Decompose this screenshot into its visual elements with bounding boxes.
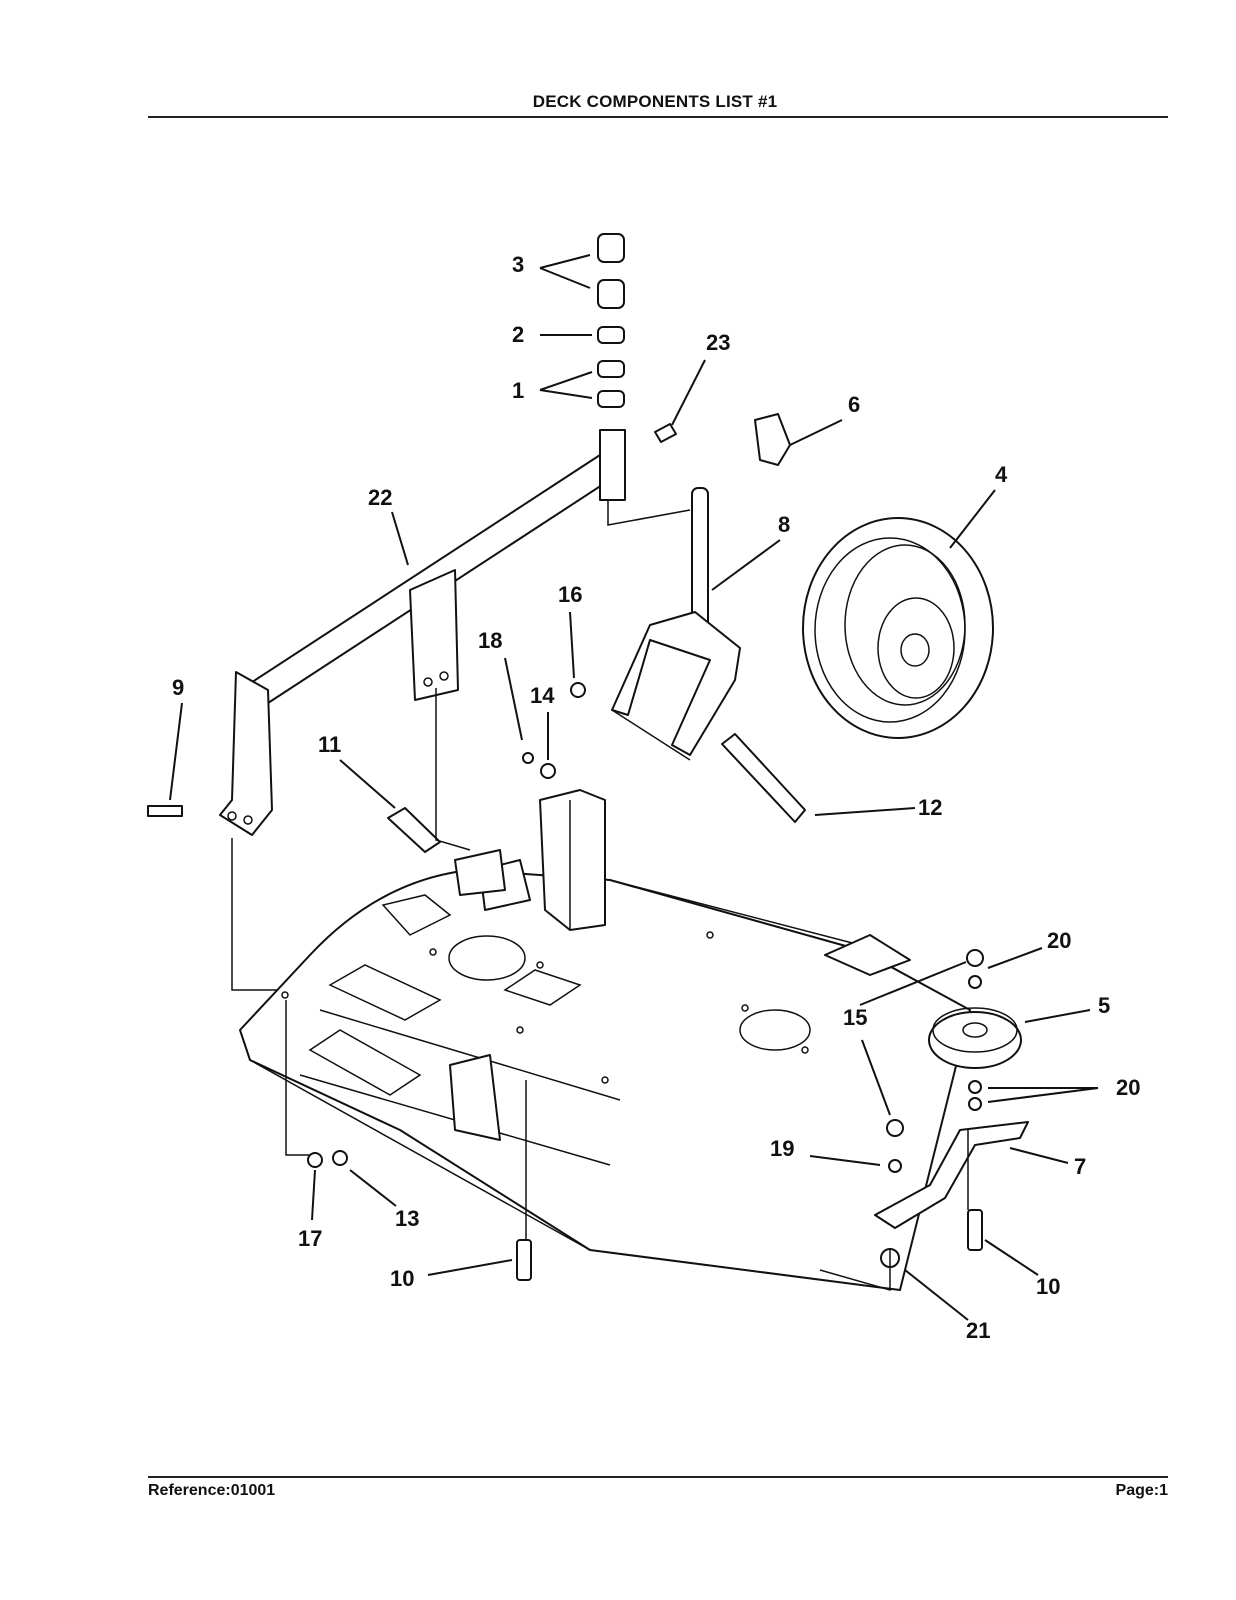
callout-labels: 3 2 1 23 6 4 22 8 16 18 14 9 11 12 20 15… — [172, 252, 1140, 1343]
callout-17: 17 — [298, 1226, 322, 1251]
caster-wheel-4 — [802, 517, 994, 739]
mount-bracket — [454, 789, 606, 931]
spindle-stack — [597, 233, 625, 408]
callout-14: 14 — [530, 683, 555, 708]
callout-6: 6 — [848, 392, 860, 417]
callout-21: 21 — [966, 1318, 990, 1343]
leader-lines — [169, 254, 1099, 1321]
callout-19: 19 — [770, 1136, 794, 1161]
callout-15: 15 — [843, 1005, 867, 1030]
callout-12: 12 — [918, 795, 942, 820]
footer-reference: Reference:01001 — [148, 1482, 276, 1499]
footer-rule — [148, 1476, 1168, 1478]
idler-arm-7 — [874, 1121, 1029, 1229]
caster-fork-8 — [611, 487, 741, 761]
callout-2: 2 — [512, 322, 524, 347]
idler-pulley-5 — [928, 1007, 1022, 1069]
callout-8: 8 — [778, 512, 790, 537]
callout-1: 1 — [512, 378, 524, 403]
hardware — [147, 413, 984, 1281]
callout-3: 3 — [512, 252, 524, 277]
deck-plate — [239, 869, 971, 1291]
callout-20-top: 20 — [1047, 928, 1071, 953]
callout-10-left: 10 — [390, 1266, 414, 1291]
callout-20-lower: 20 — [1116, 1075, 1140, 1100]
callout-5: 5 — [1098, 993, 1110, 1018]
callout-13: 13 — [395, 1206, 419, 1231]
callout-9: 9 — [172, 675, 184, 700]
header-rule — [148, 116, 1168, 118]
callout-11: 11 — [318, 732, 341, 757]
tube-frame-22 — [219, 429, 626, 836]
callout-4: 4 — [995, 462, 1008, 487]
callout-16: 16 — [558, 582, 582, 607]
callout-10-right: 10 — [1036, 1274, 1060, 1299]
callout-22: 22 — [368, 485, 392, 510]
footer-page-number: Page:1 — [1115, 1482, 1168, 1499]
page-title: DECK COMPONENTS LIST #1 — [532, 92, 778, 111]
callout-23: 23 — [706, 330, 730, 355]
callout-7: 7 — [1074, 1154, 1086, 1179]
callout-18: 18 — [478, 628, 502, 653]
